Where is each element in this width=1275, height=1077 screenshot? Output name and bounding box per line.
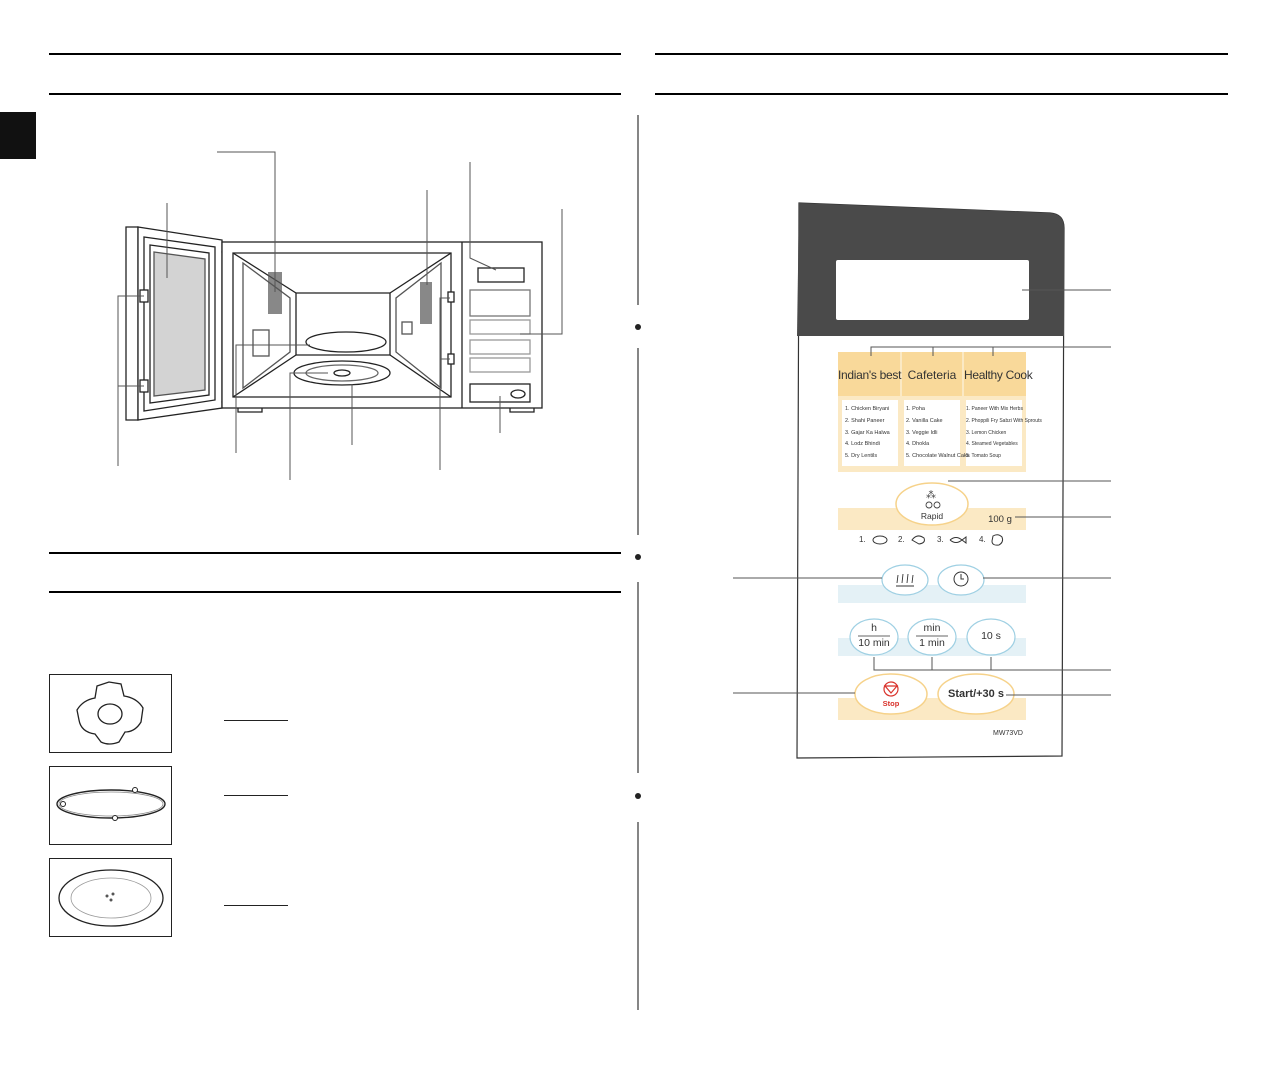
list-item: 1. Paneer With Mix Herbs — [966, 406, 1023, 412]
display-screen — [836, 260, 1029, 320]
oven-diagram — [117, 151, 563, 480]
bread-icon — [991, 534, 1004, 546]
hour-button — [849, 618, 899, 656]
light-cover — [401, 321, 413, 335]
vent-left — [268, 272, 282, 314]
ten-second-button-label[interactable]: 10 s — [981, 630, 1001, 642]
list-item: 3. Gajar Ka Halwa — [845, 429, 890, 436]
stop-icon — [883, 685, 899, 694]
hour-button-top-label[interactable]: h — [871, 622, 877, 634]
list-item: 4. Lodz Bhindi — [845, 441, 880, 448]
accessory-turntable-box — [49, 858, 172, 937]
minute-button-bottom-label[interactable]: 1 min — [919, 637, 945, 649]
program-title-healthy-cook[interactable]: Healthy Cook — [964, 368, 1033, 382]
door — [125, 226, 223, 421]
list-item: 1. Chicken Biryani — [845, 406, 890, 412]
svg-text:⁂: ⁂ — [926, 489, 936, 501]
weight-label: 100 g — [988, 514, 1012, 525]
grill-icon — [896, 573, 914, 587]
section-rule-top — [49, 552, 621, 554]
accessory-roller-ring-box — [49, 766, 172, 845]
program-list-cafeteria: 1. Poha 2. Vanilla Cake 3. Veggie Idli 4… — [906, 404, 970, 463]
list-item: 3. Veggie Idli — [906, 429, 938, 436]
list-item: 5. Tomato Soup — [966, 453, 1001, 460]
list-item: 2. Vanilla Cake — [906, 417, 943, 424]
minute-button-top-label[interactable]: min — [923, 622, 941, 634]
fish-icon — [949, 536, 967, 544]
roller-ring-label-line — [224, 795, 288, 796]
ten-second-button — [966, 618, 1016, 656]
coupler-label-line — [224, 720, 288, 721]
list-item: 4. Dhokla — [906, 441, 930, 448]
list-item: 2. Phoppili Fry Sabzi With Sprouts — [966, 417, 1042, 424]
header-rule-top-right — [655, 53, 1228, 55]
meat-icon — [872, 535, 888, 545]
start-button — [937, 673, 1015, 715]
defrost-number-3: 3. — [937, 535, 944, 544]
list-item: 5. Chocolate Walnut Cake — [906, 453, 970, 460]
section-rule-bottom — [49, 591, 621, 593]
control-panel: ⁂ — [733, 202, 1111, 759]
program-title-cafeteria[interactable]: Cafeteria — [907, 368, 957, 382]
program-title-indians-best[interactable]: Indian's best — [838, 368, 902, 382]
grill-button — [881, 564, 929, 596]
page-separator — [635, 115, 641, 1010]
defrost-number-1: 1. — [859, 535, 866, 544]
clock-button — [937, 564, 985, 596]
model-number: MW73VD — [993, 730, 1023, 737]
stop-label[interactable]: Stop — [882, 699, 900, 708]
accessory-coupler-box — [49, 674, 172, 753]
program-list-indians-best: 1. Chicken Biryani 2. Shahi Paneer 3. Ga… — [845, 404, 899, 463]
program-list-healthy-cook: 1. Paneer With Mix Herbs 2. Phoppili Fry… — [966, 404, 1042, 463]
rapid-label[interactable]: Rapid — [920, 511, 944, 521]
hour-button-bottom-label[interactable]: 10 min — [858, 637, 890, 649]
header-rule-bottom-left — [49, 93, 621, 95]
start-label[interactable]: Start/+30 s — [948, 688, 1004, 700]
defrost-number-2: 2. — [898, 535, 905, 544]
safety-lock-hole-upper — [447, 291, 455, 303]
stop-button — [854, 673, 928, 715]
list-item: 1. Poha — [906, 406, 925, 412]
minute-button — [907, 618, 957, 656]
turntable-label-line — [224, 905, 288, 906]
poultry-icon — [911, 535, 925, 545]
defrost-food-icons — [872, 534, 1004, 546]
header-rule-top-left — [49, 53, 621, 55]
door-window — [153, 251, 206, 397]
list-item: 4. Steamed Vegetables — [966, 441, 1018, 448]
vent-right — [420, 282, 432, 324]
display-window — [477, 267, 525, 283]
list-item: 5. Dry Lentils — [845, 453, 878, 460]
language-tab — [0, 112, 36, 159]
clock-icon — [953, 571, 969, 587]
list-item: 3. Lemon Chicken — [966, 429, 1007, 436]
header-rule-bottom-right — [655, 93, 1228, 95]
coupler — [305, 331, 387, 353]
defrost-number-4: 4. — [979, 535, 986, 544]
waveguide-cover — [252, 329, 270, 357]
list-item: 2. Shahi Paneer — [845, 417, 885, 424]
